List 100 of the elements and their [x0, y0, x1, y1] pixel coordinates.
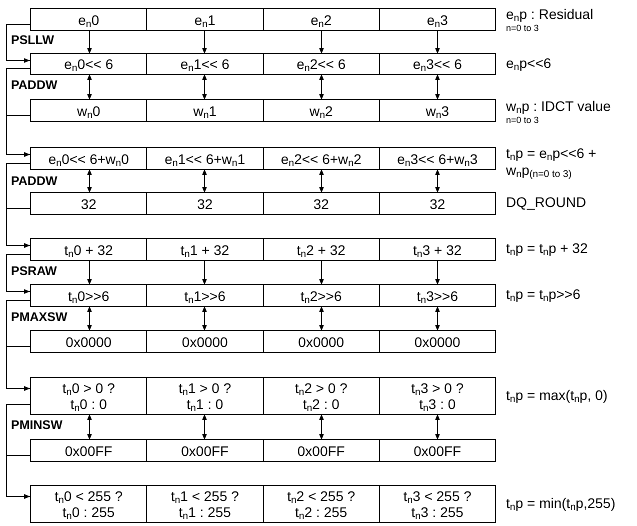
annotation-text: n=0 to 3 — [506, 23, 540, 33]
cell-text: e$_{n}$3 — [426, 12, 448, 28]
cell-text: 0x00FF — [414, 442, 462, 458]
cell-text: t$_{n}$0 > 0 ? — [62, 380, 115, 396]
register-bar — [30, 439, 496, 462]
cell-text: t$_{n}$2 < 255 ? — [287, 488, 356, 504]
annotation-text: n=0 to 3 — [506, 115, 540, 125]
annotation-text: t$_{n}$p = min(t$_{n}$p,255) — [506, 495, 616, 512]
cell-text: t$_{n}$1 : 255 — [178, 504, 231, 520]
annotation-text: t$_{n}$p = e$_{n}$p<<6 + w$_{n}$p$_{(n=0 to 3)}$ — [506, 145, 598, 179]
cell-text: e$_{n}$0<< 6+w$_{n}$0 — [48, 150, 129, 166]
cell-text: e$_{n}$1<< 6+w$_{n}$1 — [164, 150, 246, 166]
arrow — [87, 306, 92, 332]
cell-text: t$_{n}$0 + 32 — [64, 242, 113, 258]
cell-text: t$_{n}$1 : 0 — [186, 396, 224, 412]
cell-text: t$_{n}$3 : 0 — [419, 396, 456, 412]
arrow — [435, 306, 440, 332]
cell-text: 0x00FF — [181, 442, 229, 458]
bracket-arrow — [6, 455, 30, 499]
arrow — [87, 414, 92, 440]
cell-text: e$_{n}$2<< 6+w$_{n}$2 — [280, 150, 362, 166]
arrow — [202, 168, 207, 194]
instruction-label: PADDW — [11, 78, 58, 93]
cell-text: t$_{n}$3 < 255 ? — [403, 488, 472, 504]
arrow — [319, 306, 324, 332]
cell-text: t$_{n}$3>>6 — [416, 288, 458, 304]
cell-text: t$_{n}$0 < 255 ? — [54, 488, 123, 504]
bracket-arrow — [6, 254, 30, 294]
arrow — [319, 168, 324, 194]
cell-text: e$_{n}$3<< 6+w$_{n}$3 — [397, 150, 478, 166]
cell-text: t$_{n}$0 : 255 — [62, 504, 115, 520]
arrow — [87, 30, 92, 54]
cell-text: 0x0000 — [66, 334, 112, 350]
cell-text: w$_{n}$1 — [193, 102, 217, 118]
register-bar — [30, 99, 496, 122]
instruction-label: PSRAW — [11, 264, 57, 279]
cell-text: t$_{n}$3 : 255 — [411, 504, 464, 520]
cell-text: w$_{n}$2 — [309, 102, 333, 118]
cell-text: t$_{n}$2 > 0 ? — [294, 380, 348, 396]
cell-text: t$_{n}$1 > 0 ? — [178, 380, 232, 396]
cell-text: e$_{n}$2 — [310, 12, 332, 28]
register-bar — [30, 284, 496, 307]
arrow — [319, 414, 324, 440]
cell-text: w$_{n}$0 — [76, 102, 100, 118]
cell-text: 0x0000 — [298, 334, 344, 350]
cell-text: e$_{n}$1 — [194, 12, 216, 28]
cell-text: t$_{n}$2 : 255 — [295, 504, 348, 520]
cell-text: 0x00FF — [64, 442, 112, 458]
bracket-arrow — [6, 24, 30, 63]
arrow — [87, 260, 92, 286]
register-bar — [30, 377, 496, 415]
annotation-text: t$_{n}$p = t$_{n}$p>>6 — [506, 286, 582, 303]
arrow — [435, 168, 440, 194]
cell-text: t$_{n}$2 + 32 — [296, 242, 346, 258]
cell-text: e$_{n}$1<< 6 — [180, 56, 230, 72]
cell-text: e$_{n}$2<< 6 — [296, 56, 346, 72]
arrow — [202, 414, 207, 440]
cell-text: t$_{n}$2>>6 — [300, 288, 342, 304]
cell-text: e$_{n}$0<< 6 — [64, 56, 114, 72]
register-bar — [30, 485, 496, 523]
register-bar — [30, 192, 496, 215]
arrow — [202, 260, 207, 286]
instruction-label: PADDW — [11, 174, 58, 189]
cell-text: t$_{n}$0>>6 — [68, 288, 110, 304]
arrow — [435, 260, 440, 286]
bracket-arrow — [6, 115, 30, 157]
instruction-label: PMINSW — [11, 418, 62, 433]
cell-text: w$_{n}$3 — [426, 102, 450, 118]
cell-text: 0x00FF — [297, 442, 345, 458]
arrow — [435, 74, 440, 100]
register-bar — [30, 238, 496, 261]
instruction-label: PMAXSW — [11, 310, 68, 325]
arrow — [202, 30, 207, 54]
cell-text: 32 — [80, 196, 96, 212]
cell-text: 0x0000 — [414, 334, 460, 350]
annotation-text: e$_{n}$p<<6 — [506, 55, 552, 72]
cell-text: 32 — [430, 196, 446, 212]
cell-text: e$_{n}$0 — [78, 12, 100, 28]
arrow — [319, 74, 324, 100]
annotation-text: w$_{n}$p : IDCT value — [506, 98, 612, 115]
bracket-arrow — [6, 346, 30, 391]
arrow — [319, 30, 324, 54]
arrow — [202, 74, 207, 100]
cell-text: t$_{n}$2 : 0 — [302, 396, 340, 412]
bracket-arrow — [6, 208, 30, 248]
register-bar — [30, 53, 496, 75]
cell-text: 32 — [197, 196, 213, 212]
register-bar — [30, 147, 496, 170]
annotation-text: DQ_ROUND — [506, 194, 588, 211]
cell-text: 0x0000 — [182, 334, 228, 350]
annotation-text: t$_{n}$p = t$_{n}$p + 32 — [506, 240, 589, 257]
cell-text: t$_{n}$3 + 32 — [413, 242, 462, 258]
annotation-text: t$_{n}$p = max(t$_{n}$p, 0) — [506, 387, 609, 404]
cell-text: t$_{n}$1>>6 — [184, 288, 226, 304]
arrow — [435, 414, 440, 440]
instruction-label: PSLLW — [11, 33, 54, 48]
cell-text: 32 — [313, 196, 329, 212]
annotation-text: e$_{n}$p : Residual — [506, 6, 594, 23]
cell-text: t$_{n}$3 > 0 ? — [411, 380, 464, 396]
arrow — [87, 74, 92, 100]
